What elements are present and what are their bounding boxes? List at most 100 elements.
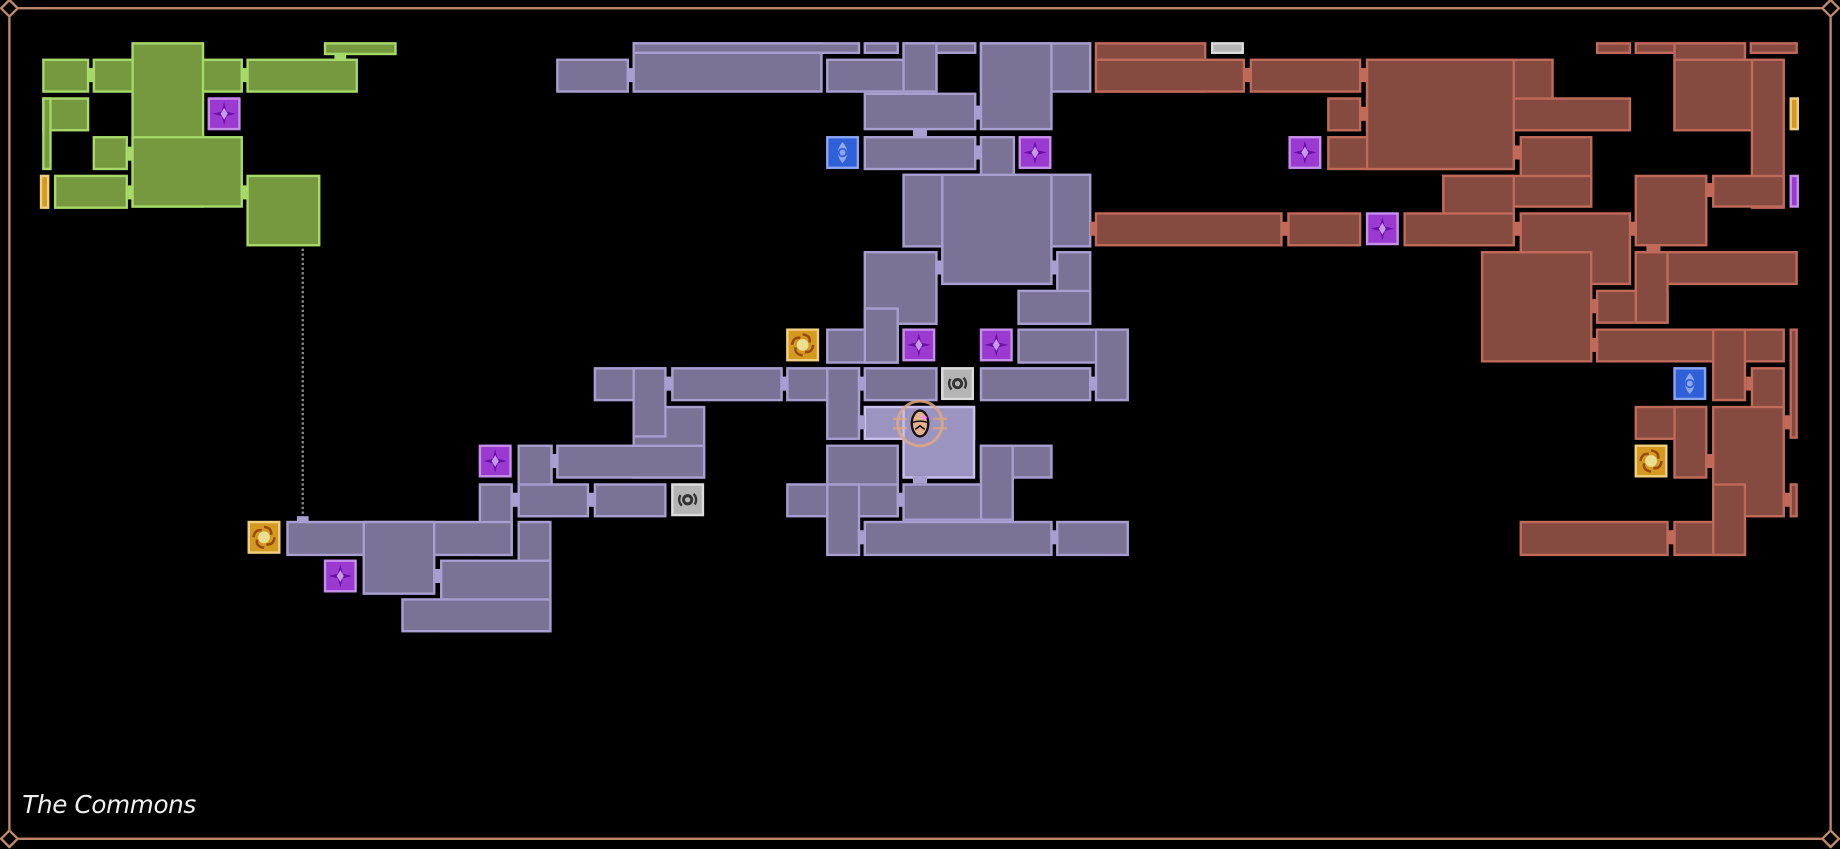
map-room [1094,58,1246,93]
vortex-icon[interactable] [941,367,974,401]
map-door [587,492,595,507]
map-door [935,260,943,275]
map-room [593,483,667,518]
map-door [912,476,928,484]
map-room [979,136,1016,176]
save-point-icon[interactable] [478,444,512,478]
map-room [979,42,1053,131]
save-point-icon[interactable] [1288,136,1322,169]
map-door [857,415,865,430]
map-room [246,58,358,93]
map-room [941,173,1053,286]
map-room [902,42,938,93]
map-room [1519,520,1669,557]
map-room [517,483,590,518]
map-room [556,58,629,93]
map-door [1281,221,1289,236]
map-room [131,136,243,208]
save-point-icon[interactable] [979,328,1013,362]
map-door [550,454,558,469]
teleporter-icon[interactable] [39,174,50,209]
map-room [1595,328,1785,363]
save-point-icon[interactable] [1365,212,1399,246]
map-door [1707,183,1715,198]
map-room [42,97,52,171]
teleporter-icon[interactable] [247,520,281,554]
map-door [1360,106,1368,121]
map-room [1249,58,1362,93]
teleporter-icon[interactable] [786,328,820,362]
map-door [296,516,309,523]
frame-right [1829,7,1832,838]
map-door [973,145,982,160]
map-door [1051,530,1059,545]
frame-corner [0,828,20,849]
teleporter-icon[interactable] [1789,97,1799,131]
map-room [826,367,861,440]
map-door [1784,415,1792,430]
map-room [401,598,552,633]
map-door [1090,376,1098,391]
frame-corner [1820,828,1840,849]
map-door [912,129,928,137]
save-point-icon[interactable] [1018,136,1052,169]
map-room [1056,520,1129,557]
map-door [1707,454,1715,469]
map-door [240,68,248,83]
vortex-icon[interactable] [1211,42,1244,54]
map-room [863,520,1053,557]
map-door [973,105,982,120]
teleporter-icon[interactable] [1634,444,1668,478]
map-passage-link [301,248,304,519]
vortex-icon[interactable] [671,483,705,517]
map-room [1017,289,1092,325]
save-point-icon[interactable] [323,559,357,593]
map-door [125,185,133,200]
map-room [1712,174,1785,208]
map-room [42,58,90,93]
map-room [863,367,938,402]
map-door [1513,145,1521,160]
map-room [863,136,977,171]
frame-top [9,7,1831,10]
map-room [1712,328,1747,402]
map-room [671,367,783,402]
map-door [626,68,634,83]
fast-travel-icon[interactable] [1673,367,1707,401]
area-name: The Commons [22,790,196,819]
map-door [434,568,442,584]
map-door [1591,337,1599,352]
map-door [88,68,96,83]
map-room [1712,483,1747,557]
map-room [1403,212,1515,247]
map-room [979,444,1014,521]
map-room [1480,251,1593,363]
map-door [896,492,904,507]
map-room [863,92,977,131]
map-room [92,136,128,171]
frame-bottom [9,837,1831,840]
map-door [1591,299,1599,314]
fast-travel-icon[interactable] [826,136,859,169]
map-door [1360,68,1368,83]
map-door [1784,492,1792,507]
save-point-icon[interactable] [1789,174,1799,208]
map-room [1634,251,1669,324]
map-door [1646,245,1661,253]
map-door [857,376,865,391]
map-door [1513,221,1521,236]
map-door [511,492,519,507]
map-room [246,174,321,247]
map-room [1327,97,1362,132]
map-door [857,530,865,545]
save-point-icon[interactable] [902,328,936,362]
map-door [125,146,133,161]
save-point-icon[interactable] [207,97,241,131]
map-room [863,251,938,325]
map-door [240,185,248,200]
map-room [53,174,128,209]
frame-corner [1820,0,1840,19]
map-room [863,42,899,54]
map-room [979,367,1092,402]
